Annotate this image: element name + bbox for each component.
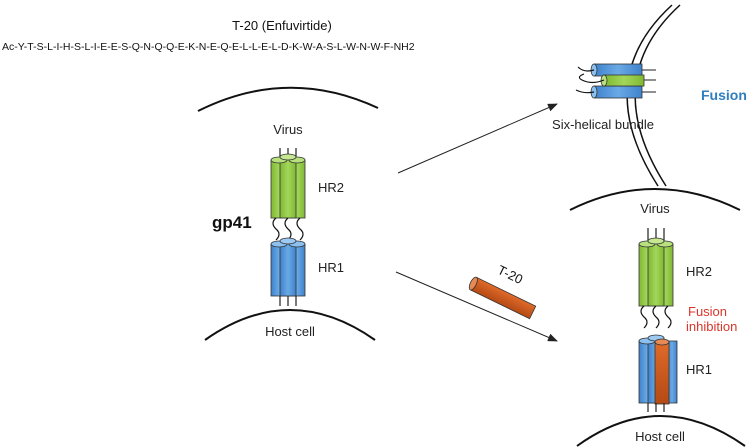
t20-peptide [468,276,537,320]
hr1-label: HR1 [318,260,344,275]
tethers-bottom [279,296,297,306]
hr2-helix-bundle [270,153,306,219]
hr2-label-right: HR2 [686,264,712,279]
host-cell-label-right: Host cell [635,429,685,444]
t20-bound-peptide [654,338,670,405]
arrow-to-fusion [397,103,558,174]
peptide-sequence: Ac-Y-T-S-L-I-H-S-L-I-E-E-S-Q-N-Q-Q-E-K-N… [2,41,415,53]
t20-label: T-20 [495,262,525,287]
fusion-label: Fusion [701,87,747,103]
fusion-inhibition-label-line1: Fusion [688,304,727,319]
gp41-label: gp41 [212,213,252,232]
diagram-title: T-20 (Enfuvirtide) [232,18,332,33]
six-helical-bundle [590,63,645,99]
virus-membrane-right [569,188,741,211]
tethers-bottom-right [647,403,665,412]
arrow-to-inhibition [395,271,558,342]
six-helical-bundle-label: Six-helical bundle [552,117,654,132]
linker-loops-right [640,305,672,329]
virus-label: Virus [273,122,303,137]
virus-label-right: Virus [640,201,670,216]
host-membrane-right [576,415,746,447]
host-membrane [204,309,376,341]
hr2-helix-bundle-right [638,237,674,307]
virus-membrane [197,86,379,112]
hr2-label: HR2 [318,180,344,195]
bundle-linkers [575,66,605,94]
linker-loops [272,217,304,241]
hr1-helix-bundle [270,237,306,297]
fusion-inhibition-label-line2: inhibition [686,319,737,334]
hr1-label-right: HR1 [686,362,712,377]
host-cell-label: Host cell [265,324,315,339]
bundle-tethers [642,69,656,93]
